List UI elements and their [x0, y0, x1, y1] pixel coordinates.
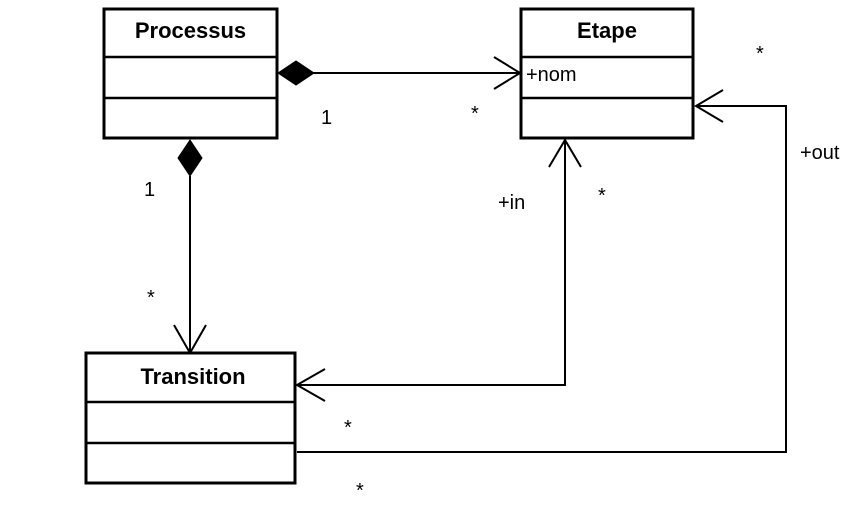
navigability-arrow-icon — [694, 89, 724, 123]
multiplicity-label: 1 — [321, 107, 332, 129]
role-label: +in — [498, 192, 525, 214]
class-transition[interactable]: Transition — [84, 351, 297, 485]
multiplicity-label: * — [756, 43, 764, 65]
multiplicity-label: * — [356, 480, 364, 502]
multiplicity-label: * — [598, 185, 606, 207]
class-name: Processus — [135, 18, 246, 43]
multiplicity-label: * — [471, 103, 479, 125]
class-attribute: +nom — [526, 64, 577, 86]
composition-diamond-icon — [277, 60, 315, 86]
class-name: Etape — [577, 18, 637, 43]
class-box — [102, 7, 279, 140]
multiplicity-label: * — [344, 417, 352, 439]
association-line — [297, 140, 566, 386]
association-line — [297, 105, 787, 453]
navigability-arrow-icon — [294, 368, 326, 402]
class-processus[interactable]: Processus — [102, 7, 279, 140]
class-etape[interactable]: Etape +nom — [519, 7, 695, 140]
composition-diamond-icon — [177, 139, 203, 177]
class-box — [84, 351, 297, 485]
class-box — [519, 7, 695, 140]
multiplicity-label: 1 — [144, 179, 155, 201]
role-label: +out — [800, 142, 840, 164]
multiplicity-label: * — [147, 287, 155, 309]
navigability-arrow-icon — [548, 138, 582, 168]
association-processus-transition — [173, 139, 207, 356]
class-name: Transition — [140, 364, 245, 389]
association-transition-etape-in — [294, 138, 582, 402]
association-processus-etape — [277, 56, 522, 90]
association-transition-etape-out — [297, 89, 787, 453]
